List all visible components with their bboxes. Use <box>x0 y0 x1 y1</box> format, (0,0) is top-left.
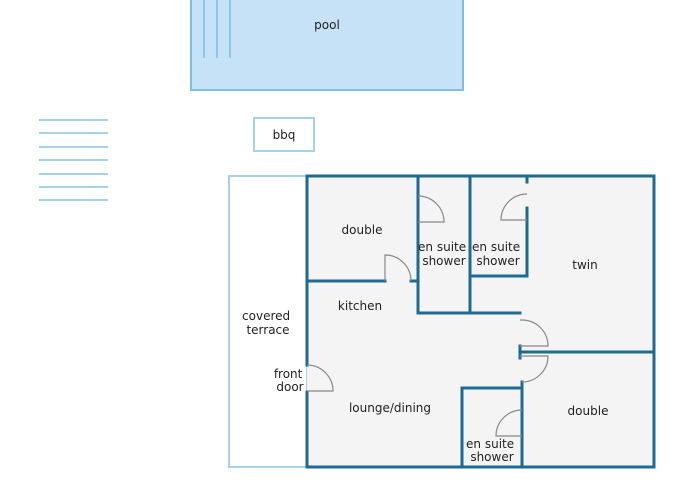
covered-terrace-label: covered terrace <box>242 309 294 337</box>
pool-area: pool <box>190 0 464 91</box>
door-swing <box>495 409 523 437</box>
front-door-swing <box>306 364 334 392</box>
en-suite-2-label: en suite shower <box>472 240 524 268</box>
door-swing <box>384 254 412 282</box>
terrace-outline <box>228 175 308 468</box>
en-suite-1-label: en suite shower <box>418 240 470 268</box>
interior-walls <box>305 174 656 469</box>
en-suite-3-label: en suite shower <box>466 437 518 464</box>
pool-label: pool <box>314 18 340 32</box>
lounge-dining-label: lounge/dining <box>349 401 431 415</box>
door-swing <box>520 355 549 383</box>
double-top-label: double <box>342 223 383 237</box>
door-swing <box>417 195 445 223</box>
door-swing <box>520 319 549 347</box>
house-floor <box>307 176 654 467</box>
twin-label: twin <box>572 258 597 272</box>
bbq-area: bbq <box>253 117 315 152</box>
garden-steps <box>39 119 108 201</box>
kitchen-label: kitchen <box>338 299 382 313</box>
double-bottom-label: double <box>568 404 609 418</box>
bbq-label: bbq <box>273 128 296 142</box>
doors <box>306 193 549 437</box>
front-door-label: front door <box>274 367 306 394</box>
pool <box>190 0 464 91</box>
outer-walls <box>305 174 656 469</box>
room-labels: double en suite shower en suite shower t… <box>274 223 609 464</box>
covered-terrace: covered terrace <box>228 175 308 468</box>
bbq-box <box>253 117 315 152</box>
door-swing <box>500 193 528 221</box>
